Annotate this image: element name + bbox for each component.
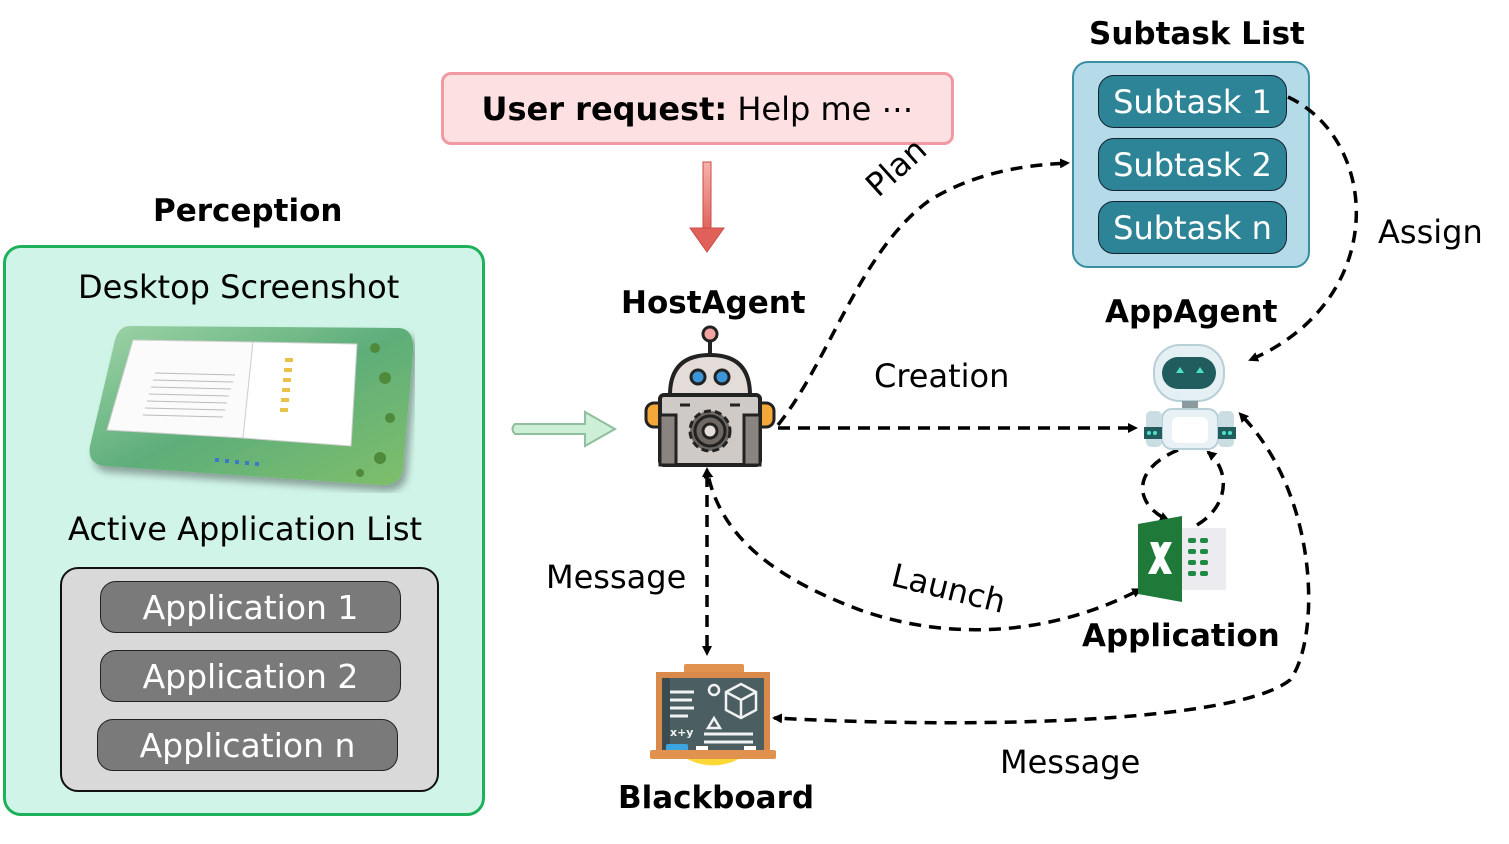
user-request-text: Help me ⋯	[727, 89, 914, 128]
app-agent-robot-icon	[1144, 344, 1236, 450]
active-application-list: Application 1 Application 2 Application …	[60, 567, 439, 792]
edge-label-message-bottom: Message	[1000, 743, 1141, 781]
application-item: Application 1	[100, 581, 401, 633]
edge-label-assign: Assign	[1378, 213, 1483, 251]
edge-launch	[703, 468, 1143, 632]
host-agent-label: HostAgent	[621, 285, 806, 321]
app-agent-label: AppAgent	[1105, 294, 1278, 330]
blackboard-icon: x+y	[650, 664, 776, 766]
edge-app-to-excel	[1140, 448, 1179, 522]
edge-plan	[776, 158, 1070, 427]
edge-excel-to-app	[1196, 450, 1226, 527]
host-agent-robot-icon	[644, 325, 776, 467]
subtask-item: Subtask 1	[1098, 75, 1287, 128]
edge-assign	[1248, 95, 1359, 362]
application-item: Application 2	[100, 650, 401, 702]
perception-arrow	[511, 410, 618, 448]
edge-message-bottom	[772, 412, 1311, 725]
perception-title: Perception	[153, 193, 343, 229]
application-item: Application n	[97, 719, 398, 771]
blackboard-label: Blackboard	[618, 780, 815, 816]
svg-text:x+y: x+y	[670, 726, 693, 739]
edge-label-message-left: Message	[546, 558, 687, 596]
desktop-screenshot-thumbnail	[89, 326, 414, 486]
subtask-item: Subtask n	[1098, 201, 1287, 254]
subtask-list: Subtask 1 Subtask 2 Subtask n	[1072, 61, 1310, 268]
request-arrow	[689, 161, 725, 253]
edge-label-creation: Creation	[874, 357, 1010, 395]
user-request-box: User request: Help me ⋯	[441, 72, 954, 145]
active-application-list-label: Active Application List	[68, 510, 423, 548]
desktop-screenshot-label: Desktop Screenshot	[78, 268, 400, 306]
excel-application-icon	[1138, 516, 1226, 602]
user-request-prefix: User request:	[481, 89, 728, 128]
subtask-list-title: Subtask List	[1089, 16, 1305, 52]
gear-icon	[688, 409, 732, 453]
subtask-item: Subtask 2	[1098, 138, 1287, 191]
